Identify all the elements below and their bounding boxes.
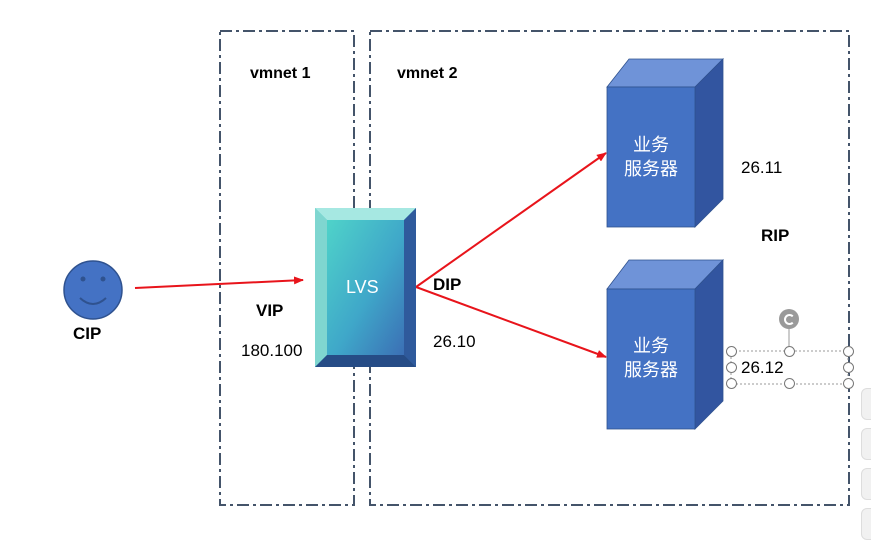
dip-label: DIP	[433, 275, 462, 294]
client-smiley-icon	[63, 260, 123, 320]
server-2-label: 业务 服务器	[608, 334, 694, 382]
vmnet2-zone	[369, 30, 850, 506]
vmnet2-label: vmnet 2	[397, 65, 458, 82]
arrow-client-to-lvs	[134, 276, 304, 289]
rip-label: RIP	[761, 226, 790, 245]
side-tab-3[interactable]	[861, 468, 871, 500]
side-tab-2[interactable]	[861, 428, 871, 460]
arrow-lvs-to-server1	[415, 152, 607, 288]
server-1-label-line2: 服务器	[624, 159, 678, 179]
server-1-box	[606, 58, 724, 228]
client-label: CIP	[73, 324, 102, 343]
resize-handle-top-right[interactable]	[843, 346, 854, 357]
lvs-label: LVS	[346, 277, 379, 297]
server-2-ip[interactable]: 26.12	[741, 358, 784, 377]
side-tab-1[interactable]	[861, 388, 871, 420]
resize-handle-top-mid[interactable]	[784, 346, 795, 357]
resize-handle-bottom-right[interactable]	[843, 378, 854, 389]
server-1-label: 业务 服务器	[608, 133, 694, 181]
resize-handle-top-left[interactable]	[726, 346, 737, 357]
rotate-handle-icon[interactable]	[779, 309, 799, 329]
dip-value: 26.10	[433, 332, 476, 351]
resize-handle-mid-right[interactable]	[843, 362, 854, 373]
server-1-ip: 26.11	[741, 158, 783, 177]
resize-handle-bottom-left[interactable]	[726, 378, 737, 389]
server-2-label-line1: 业务	[633, 336, 669, 356]
resize-handle-mid-left[interactable]	[726, 362, 737, 373]
server-1-label-line1: 业务	[633, 135, 669, 155]
server-2-label-line2: 服务器	[624, 360, 678, 380]
vmnet1-label: vmnet 1	[250, 65, 311, 82]
side-tab-4[interactable]	[861, 508, 871, 540]
arrow-lvs-to-server2	[415, 286, 607, 358]
resize-handle-bottom-mid[interactable]	[784, 378, 795, 389]
vip-label: VIP	[256, 301, 284, 320]
lvs-box	[315, 208, 416, 367]
server-2-box	[606, 259, 724, 430]
vip-value: 180.100	[241, 341, 303, 360]
